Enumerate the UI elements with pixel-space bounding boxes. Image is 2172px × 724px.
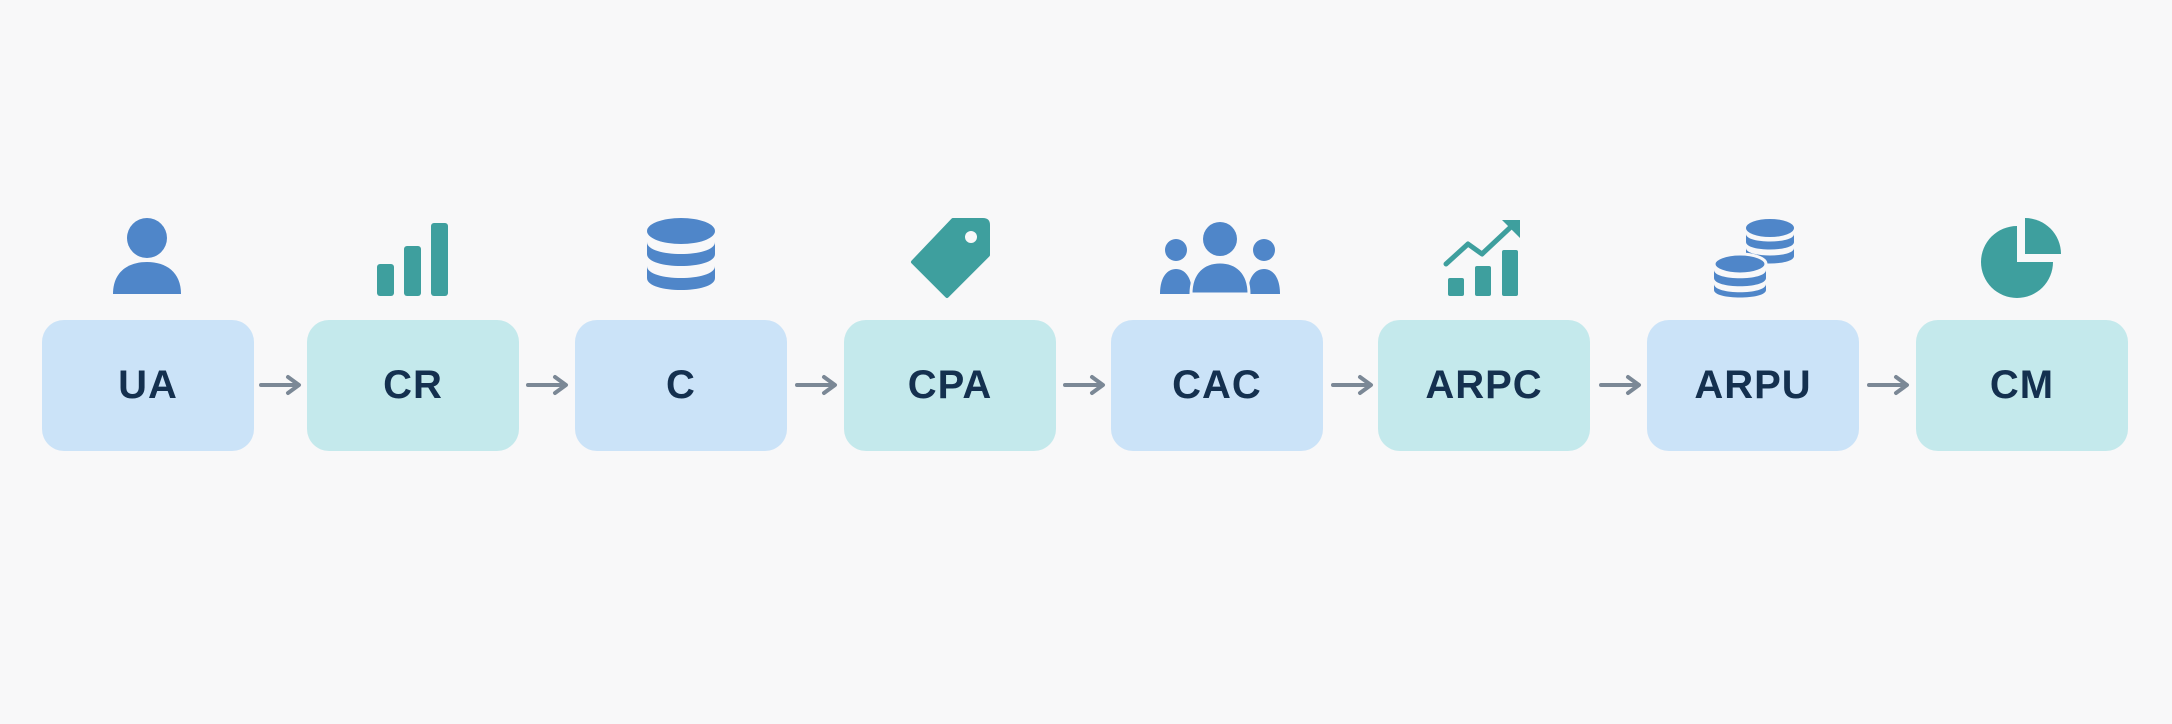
node-label: CM — [1989, 363, 2055, 407]
node-ua: UA — [42, 320, 254, 451]
node-label: CR — [383, 363, 443, 407]
node-label: ARPC — [1425, 363, 1543, 407]
arrow-right-icon — [1330, 373, 1376, 397]
node-cac: CAC — [1111, 320, 1323, 451]
trend-up-chart-icon — [1440, 214, 1530, 300]
user-icon — [102, 214, 192, 300]
node-label: CPA — [907, 363, 993, 407]
coins-icon — [1710, 214, 1800, 300]
node-cr: CR — [307, 320, 519, 451]
bar-chart-icon — [368, 214, 458, 300]
node-label: CAC — [1172, 363, 1262, 407]
arrow-right-icon — [525, 373, 571, 397]
pie-chart-icon — [1977, 214, 2067, 300]
node-arpc: ARPC — [1378, 320, 1590, 451]
arrow-right-icon — [794, 373, 840, 397]
node-c: C — [575, 320, 787, 451]
price-tag-icon — [905, 214, 995, 300]
arrow-right-icon — [1598, 373, 1644, 397]
arrow-right-icon — [1062, 373, 1108, 397]
arrow-right-icon — [1866, 373, 1912, 397]
node-cpa: CPA — [844, 320, 1056, 451]
node-cm: CM — [1916, 320, 2128, 451]
node-label: C — [666, 363, 696, 407]
node-label: ARPU — [1694, 363, 1812, 407]
users-group-icon — [1158, 214, 1282, 300]
database-icon — [636, 214, 726, 300]
node-arpu: ARPU — [1647, 320, 1859, 451]
arrow-right-icon — [258, 373, 304, 397]
node-label: UA — [118, 363, 178, 407]
